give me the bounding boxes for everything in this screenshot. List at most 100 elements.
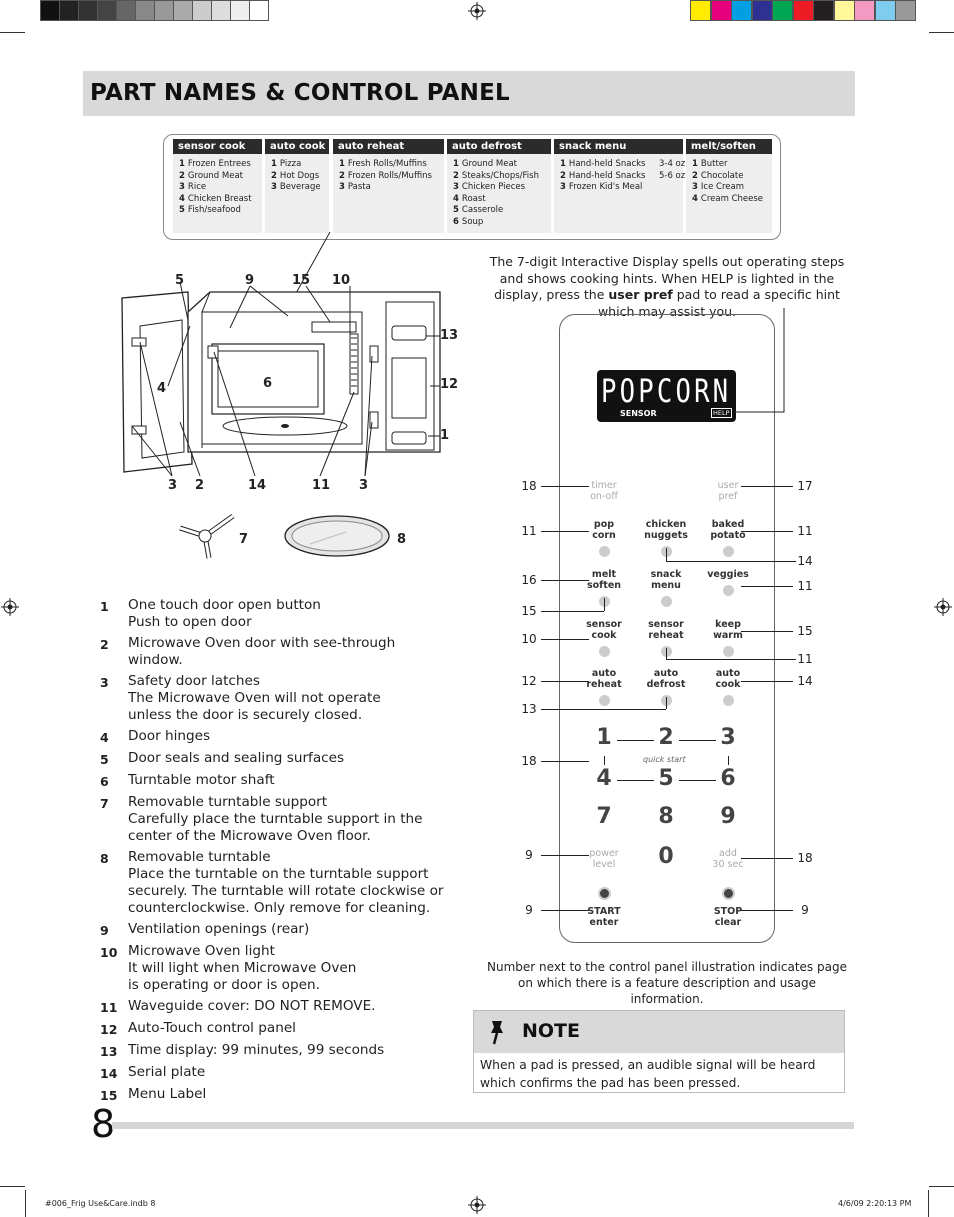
digit-key[interactable]: 6: [720, 766, 736, 791]
page-ref: 15: [521, 604, 537, 618]
registration-target-icon: [1, 598, 19, 616]
legend-description: Door seals and sealing surfaces: [128, 750, 450, 768]
menu-item-number: 3: [339, 182, 345, 192]
pad-label: sensor cook: [586, 619, 622, 641]
legend-number: 12: [100, 1022, 118, 1037]
pad-button[interactable]: [723, 646, 734, 657]
pad-button[interactable]: [723, 546, 734, 557]
page-ref: 11: [797, 579, 813, 593]
pad-label: auto defrost: [646, 668, 686, 690]
menu-item-number: 4: [179, 193, 185, 204]
pad-label: chicken nuggets: [644, 519, 688, 541]
page-ref: 13: [521, 702, 537, 716]
control-panel: [559, 314, 775, 943]
digit-key[interactable]: 4: [596, 766, 612, 791]
menu-item-label: Pizza: [279, 159, 302, 169]
leader-line: [741, 631, 793, 632]
pad-button[interactable]: [599, 546, 610, 557]
pad-label: timer on-off: [590, 480, 618, 502]
menu-item-label: Steaks/Chops/Fish: [461, 170, 539, 181]
legend-line: Ventilation openings (rear): [128, 921, 310, 937]
legend-number: 1: [100, 599, 109, 614]
menu-item-number: 2: [271, 170, 277, 181]
legend-line: Push to open door: [128, 614, 252, 630]
menu-item-number: 1: [453, 159, 459, 169]
legend-line: Door seals and sealing surfaces: [128, 750, 345, 766]
panel-caption: Number next to the control panel illustr…: [487, 960, 847, 1006]
legend-line: Removable turntable support: [128, 794, 328, 810]
digit-key[interactable]: 2: [658, 725, 674, 750]
color-swatch: [772, 0, 793, 21]
legend-line: is operating or door is open.: [128, 977, 320, 993]
menu-column-title: auto reheat: [333, 139, 444, 154]
page-ref: 18: [521, 754, 537, 768]
legend-number: 14: [100, 1066, 118, 1081]
pad-button[interactable]: [599, 695, 610, 706]
menu-item-label: Beverage: [279, 182, 321, 192]
leader-line: [541, 531, 589, 532]
pad-button[interactable]: [598, 887, 611, 900]
digit-key[interactable]: 0: [658, 844, 674, 869]
pad-label: auto cook: [715, 668, 741, 690]
pad-button[interactable]: [723, 695, 734, 706]
pad-label: add 30 sec: [712, 848, 744, 870]
digit-key[interactable]: 7: [596, 804, 612, 829]
diagram-callout: 4: [157, 381, 167, 396]
color-swatch: [154, 0, 174, 21]
color-swatch: [78, 0, 98, 21]
legend-line: counterclockwise. Only remove for cleani…: [128, 900, 431, 916]
page-number: 8: [91, 1102, 116, 1146]
digit-key[interactable]: 8: [658, 804, 674, 829]
menu-column-title: auto cook: [265, 139, 329, 154]
digit-key[interactable]: 9: [720, 804, 736, 829]
leader-line: [741, 910, 793, 911]
page-ref: 9: [801, 903, 809, 917]
digit-key[interactable]: 3: [720, 725, 736, 750]
legend-line: Door hinges: [128, 728, 211, 744]
crop-mark: [0, 1186, 25, 1187]
color-swatch: [230, 0, 250, 21]
legend-description: Menu Label: [128, 1086, 450, 1104]
pushpin-icon: [491, 1021, 503, 1045]
digit-key[interactable]: 5: [658, 766, 674, 791]
menu-item-label: Pasta: [347, 182, 371, 192]
menu-column-title: snack menu: [554, 139, 683, 154]
page-ref: 11: [521, 524, 537, 538]
page-ref: 10: [521, 632, 537, 646]
digit-key[interactable]: 1: [596, 725, 612, 750]
diagram-callout: 7: [239, 532, 249, 547]
pad-button[interactable]: [599, 646, 610, 657]
diagram-callout: 10: [332, 273, 351, 288]
diagram-callout: 13: [440, 328, 459, 343]
color-swatch: [192, 0, 212, 21]
legend-line: Place the turntable on the turntable sup…: [128, 866, 429, 882]
pad-button[interactable]: [661, 596, 672, 607]
menu-item-number: 1: [339, 159, 345, 169]
pad-button[interactable]: [722, 887, 735, 900]
page-ref: 18: [797, 851, 813, 865]
pad-button[interactable]: [723, 585, 734, 596]
menu-item-number: 1: [692, 159, 698, 169]
leader-line: [541, 855, 589, 856]
legend-number: 6: [100, 774, 109, 789]
pad-label: auto reheat: [586, 668, 622, 690]
help-leader-line: [734, 308, 785, 413]
registration-target-icon: [468, 1196, 486, 1214]
legend-number: 5: [100, 752, 109, 767]
display-description: The 7-digit Interactive Display spells o…: [489, 254, 845, 319]
